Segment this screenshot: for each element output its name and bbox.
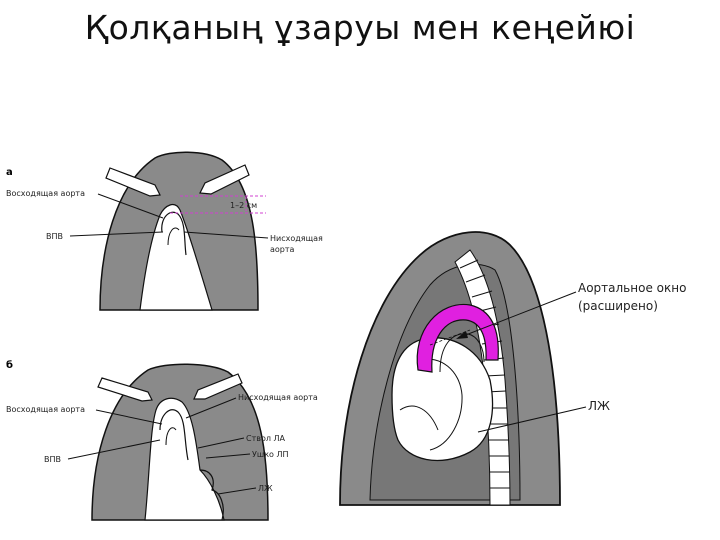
panel-a-label-descending-aorta-2: аорта [270, 245, 295, 254]
lateral-label-left-ventricle: ЛЖ [588, 399, 610, 413]
panel-b-label-left-ventricle: ЛЖ [258, 484, 273, 493]
panel-b-label-ascending-aorta: Восходящая аорта [6, 405, 85, 414]
panel-a-right-clavicle [105, 167, 161, 197]
panel-a-letter: а [6, 167, 13, 178]
panel-a-label-descending-aorta-1: Нисходящая [270, 234, 323, 243]
lateral-label-aortic-window-2: (расширено) [578, 299, 658, 313]
aortic-arch-highlight [416, 303, 499, 373]
panel-a-label-ascending-aorta: Восходящая аорта [6, 189, 85, 198]
panel-b-right-clavicle [97, 377, 153, 402]
panel-b-aortic-arch [159, 409, 189, 461]
page-title: Қолқаның ұзаруы мен кеңейюі [84, 8, 636, 47]
panel-b-frontal-view: б Восходящая аорта Нисходящая аорта Ство… [6, 359, 318, 521]
panel-b-label-descending-aorta: Нисходящая аорта [238, 393, 318, 402]
panel-a-label-svc: ВПВ [46, 232, 63, 241]
panel-b-mediastinum [144, 397, 225, 521]
panel-a-label-distance: 1–2 см [230, 201, 257, 210]
panel-a-frontal-view: а Восходящая аорта 1–2 см ВПВ Нисходящая… [6, 151, 323, 311]
panel-a-aortic-arch [161, 211, 187, 256]
panel-b-letter: б [6, 359, 13, 371]
panel-b-left-clavicle [193, 373, 243, 400]
panel-b-label-pulmonary-trunk: Ствол ЛА [246, 434, 286, 443]
panel-a-mediastinum [139, 203, 213, 311]
panel-a-left-clavicle [199, 164, 250, 195]
panel-b-label-left-atrial-appendage: Ушко ЛП [252, 450, 289, 459]
panel-lateral-view: Аортальное окно (расширено) ЛЖ [339, 231, 686, 506]
panel-b-label-svc: ВПВ [44, 455, 61, 464]
lateral-label-aortic-window-1: Аортальное окно [578, 281, 686, 295]
